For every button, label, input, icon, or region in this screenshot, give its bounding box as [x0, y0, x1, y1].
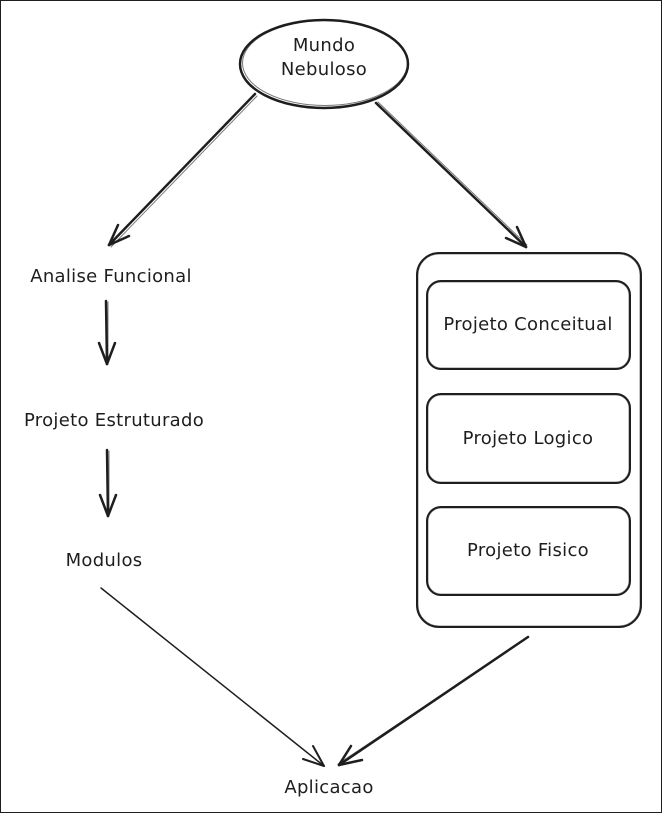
arrow-top-to-analise	[107, 92, 258, 248]
projeto-conceitual-label: Projeto Conceitual	[443, 314, 613, 335]
projeto-estruturado-label: Projeto Estruturado	[23, 410, 205, 431]
arrow-top-to-container	[374, 101, 528, 249]
database-design-container	[416, 252, 642, 628]
projeto-logico-label: Projeto Logico	[462, 428, 594, 449]
mundo-nebuloso-ellipse	[238, 18, 410, 110]
analise-funcional-label: Analise Funcional	[30, 266, 192, 287]
projeto-fisico-box	[426, 506, 631, 596]
modulos-label: Modulos	[65, 550, 143, 571]
arrow-container-to-aplicacao	[337, 635, 530, 767]
aplicacao-label: Aplicacao	[284, 777, 374, 798]
arrow-modulos-to-aplicacao	[100, 587, 325, 767]
projeto-logico-box	[426, 393, 631, 484]
arrow-estruturado-to-modulos	[98, 448, 118, 518]
arrow-analise-to-estruturado	[97, 299, 117, 366]
mundo-nebuloso-label: Mundo Nebuloso	[280, 35, 368, 80]
projeto-fisico-label: Projeto Fisico	[467, 540, 589, 561]
projeto-conceitual-box	[426, 280, 631, 370]
